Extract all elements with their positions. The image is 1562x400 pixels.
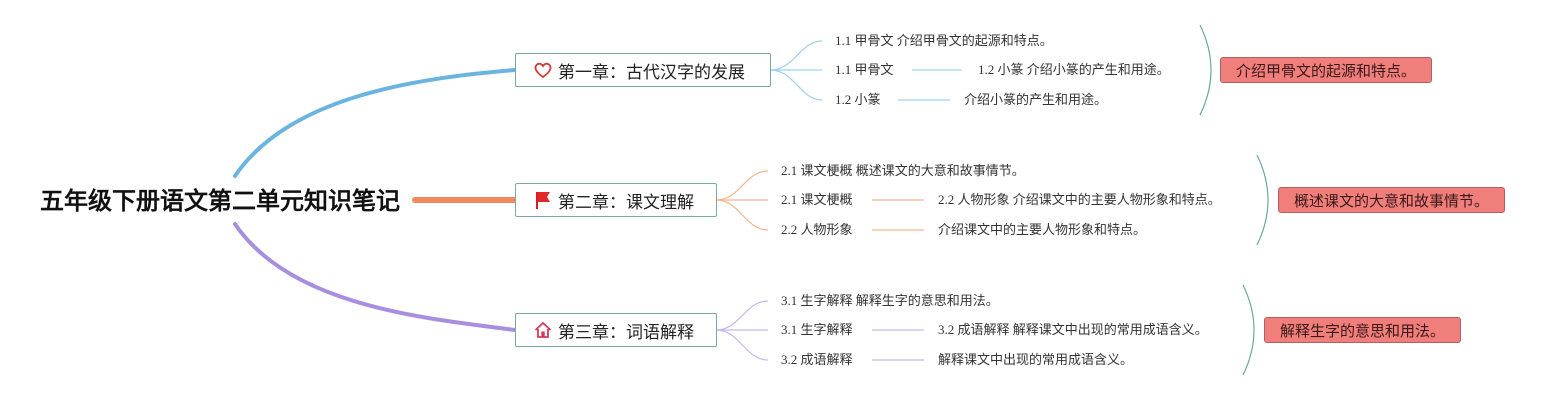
branch-1-1 (769, 40, 823, 71)
summary-callout-2[interactable]: 概述课文的大意和故事情节。 (1278, 187, 1506, 213)
chapter-node-2[interactable]: 第二章：课文理解 (515, 183, 717, 217)
leaf-2-2-topic[interactable]: 2.1 课文梗概 (781, 192, 853, 207)
chapter-title: 第三章：词语解释 (558, 322, 694, 342)
root-topic[interactable]: 五年级下册语文第二单元知识笔记 (40, 187, 400, 215)
branch-2-3 (715, 199, 769, 231)
leaf-3-2-topic[interactable]: 3.1 生字解释 (781, 322, 853, 337)
leaf-2-3-topic[interactable]: 2.2 人物形象 (781, 222, 853, 237)
leaf-3-1[interactable]: 3.1 生字解释 解释生字的意思和用法。 (781, 293, 999, 309)
brace-2 (1256, 154, 1269, 246)
leaf-3-2-detail[interactable]: 3.2 成语解释 解释课文中出现的常用成语含义。 (938, 322, 1208, 337)
root-connector-3 (233, 222, 517, 332)
leaf-2-3-detail[interactable]: 介绍课文中的主要人物形象和特点。 (938, 222, 1147, 237)
leaf-1-1[interactable]: 1.1 甲骨文 介绍甲骨文的起源和特点。 (835, 33, 1053, 49)
leaf-topic: 2.1 课文梗概 (781, 163, 853, 178)
leaf-topic: 1.1 甲骨文 (835, 33, 894, 48)
leaf-2-1[interactable]: 2.1 课文梗概 概述课文的大意和故事情节。 (781, 163, 1025, 179)
heart-icon (532, 59, 554, 81)
summary-callout-3[interactable]: 解释生字的意思和用法。 (1264, 317, 1462, 343)
summary-callout-1[interactable]: 介绍甲骨文的起源和特点。 (1220, 57, 1433, 83)
chapter-node-3[interactable]: 第三章：词语解释 (515, 313, 717, 347)
flag-icon (532, 189, 554, 211)
leaf-detail: 介绍甲骨文的起源和特点。 (896, 33, 1053, 48)
leaf-detail: 概述课文的大意和故事情节。 (855, 163, 1025, 178)
leaf-1-3-topic[interactable]: 1.2 小篆 (835, 92, 881, 107)
chapter-title: 第一章：古代汉字的发展 (558, 62, 745, 82)
leaf-3-3-topic[interactable]: 3.2 成语解释 (781, 352, 853, 367)
leaf-1-3-detail[interactable]: 介绍小篆的产生和用途。 (964, 92, 1108, 107)
leaf-detail: 解释生字的意思和用法。 (855, 293, 999, 308)
chapter-node-1[interactable]: 第一章：古代汉字的发展 (515, 53, 771, 87)
chapter-title: 第二章：课文理解 (558, 192, 694, 212)
leaf-topic: 3.1 生字解释 (781, 293, 853, 308)
brace-3 (1242, 284, 1255, 376)
root-connector-1 (233, 68, 517, 178)
brace-1 (1199, 24, 1212, 116)
leaf-1-2-topic[interactable]: 1.1 甲骨文 (835, 62, 894, 77)
branch-1-3 (769, 69, 823, 101)
leaf-1-2-detail[interactable]: 1.2 小篆 介绍小篆的产生和用途。 (978, 62, 1170, 77)
branch-2-1 (715, 170, 769, 201)
leaf-3-3-detail[interactable]: 解释课文中出现的常用成语含义。 (938, 352, 1134, 367)
branch-3-3 (715, 329, 769, 361)
branch-3-1 (715, 300, 769, 331)
home-icon (532, 319, 554, 341)
leaf-2-2-detail[interactable]: 2.2 人物形象 介绍课文中的主要人物形象和特点。 (938, 192, 1221, 207)
